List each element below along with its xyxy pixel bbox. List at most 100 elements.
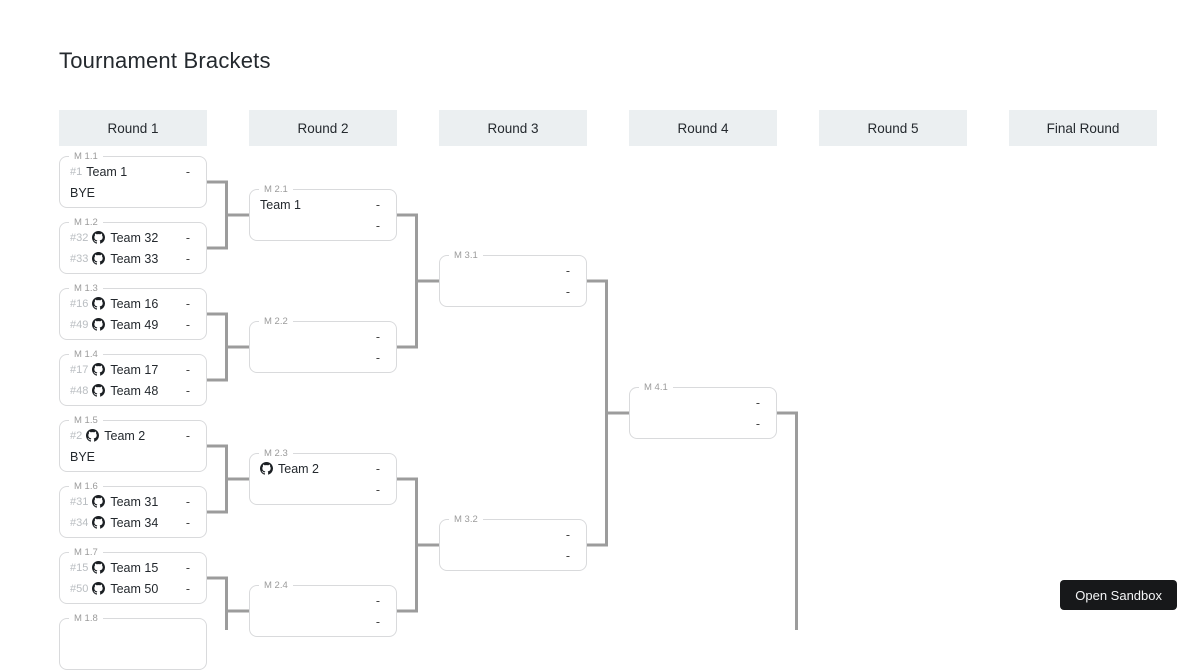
team-name: Team 2: [278, 461, 319, 476]
github-icon: [92, 384, 106, 397]
score-value: -: [185, 560, 190, 575]
match-slot[interactable]: #48 Team 48 -: [60, 380, 206, 401]
match-slot[interactable]: -: [250, 590, 396, 611]
team-name: Team 49: [110, 317, 159, 332]
team-name: Team 48: [110, 383, 159, 398]
seed-label: #34: [70, 516, 89, 529]
match-slot[interactable]: -: [440, 524, 586, 545]
score-value: -: [565, 284, 570, 299]
match-slot[interactable]: -: [250, 215, 396, 236]
score-value: -: [375, 461, 380, 476]
match-slot[interactable]: -: [630, 413, 776, 434]
team-name: Team 17: [110, 362, 159, 377]
score-value: -: [185, 362, 190, 377]
github-icon: [92, 363, 106, 376]
team-name: BYE: [70, 449, 96, 464]
team-name: Team 16: [110, 296, 159, 311]
match-slot[interactable]: BYE: [60, 182, 206, 203]
score-value: -: [755, 395, 760, 410]
seed-label: #49: [70, 318, 89, 331]
match-label: M 2.3: [259, 447, 293, 460]
match-slot[interactable]: -: [250, 347, 396, 368]
match-slot[interactable]: #16 Team 16 -: [60, 293, 206, 314]
match-2-3: M 2.3 Team 2 - -: [249, 447, 397, 505]
match-slot[interactable]: #50 Team 50 -: [60, 578, 206, 599]
match-slot[interactable]: [60, 644, 206, 665]
score-value: -: [565, 548, 570, 563]
team-name: Team 32: [110, 230, 159, 245]
score-value: -: [185, 296, 190, 311]
match-slot[interactable]: Team 1 -: [250, 194, 396, 215]
score-value: -: [185, 515, 190, 530]
github-icon: [86, 429, 100, 442]
match-3-1: M 3.1 - -: [439, 249, 587, 307]
seed-label: #16: [70, 297, 89, 310]
github-icon: [92, 516, 106, 529]
score-value: -: [185, 317, 190, 332]
open-sandbox-button[interactable]: Open Sandbox: [1060, 580, 1177, 610]
match-slot[interactable]: BYE: [60, 446, 206, 467]
seed-label: #48: [70, 384, 89, 397]
match-slot[interactable]: #34 Team 34 -: [60, 512, 206, 533]
score-value: -: [185, 428, 190, 443]
score-value: -: [185, 581, 190, 596]
match-slot[interactable]: #32 Team 32 -: [60, 227, 206, 248]
team-name: Team 33: [110, 251, 159, 266]
match-1-2: M 1.2 #32 Team 32 - #33 Team 33 -: [59, 216, 207, 274]
match-label: M 1.5: [69, 414, 103, 427]
github-icon: [92, 495, 106, 508]
github-icon: [92, 318, 106, 331]
match-label: M 1.4: [69, 348, 103, 361]
match-4-1: M 4.1 - -: [629, 381, 777, 439]
seed-label: #2: [70, 429, 83, 442]
match-slot[interactable]: -: [250, 479, 396, 500]
seed-label: #15: [70, 561, 89, 574]
team-name: Team 1: [86, 164, 128, 179]
match-slot[interactable]: #17 Team 17 -: [60, 359, 206, 380]
match-slot[interactable]: #31 Team 31 -: [60, 491, 206, 512]
match-1-6: M 1.6 #31 Team 31 - #34 Team 34 -: [59, 480, 207, 538]
team-name: Team 1: [260, 197, 301, 212]
match-1-8: M 1.8: [59, 612, 207, 670]
match-label: M 3.2: [449, 513, 483, 526]
match-slot[interactable]: #49 Team 49 -: [60, 314, 206, 335]
match-1-1: M 1.1 #1 Team 1 - BYE: [59, 150, 207, 208]
match-slot[interactable]: -: [250, 326, 396, 347]
team-name: Team 2: [104, 428, 146, 443]
match-slot[interactable]: #2 Team 2 -: [60, 425, 206, 446]
github-icon: [92, 231, 106, 244]
match-slot[interactable]: #33 Team 33 -: [60, 248, 206, 269]
team-name: Team 34: [110, 515, 159, 530]
round-header-final: Final Round: [1009, 110, 1157, 146]
seed-label: #50: [70, 582, 89, 595]
match-slot[interactable]: #1 Team 1 -: [60, 161, 206, 182]
github-icon: [92, 297, 106, 310]
round-header-4: Round 4: [629, 110, 777, 146]
score-value: -: [375, 197, 380, 212]
match-slot[interactable]: -: [440, 281, 586, 302]
score-value: -: [185, 230, 190, 245]
match-slot[interactable]: -: [440, 545, 586, 566]
match-1-5: M 1.5 #2 Team 2 - BYE: [59, 414, 207, 472]
match-slot[interactable]: -: [630, 392, 776, 413]
match-label: M 1.6: [69, 480, 103, 493]
match-slot[interactable]: -: [440, 260, 586, 281]
match-slot[interactable]: -: [250, 611, 396, 632]
match-2-2: M 2.2 - -: [249, 315, 397, 373]
match-label: M 4.1: [639, 381, 673, 394]
match-slot[interactable]: #15 Team 15 -: [60, 557, 206, 578]
score-value: -: [185, 494, 190, 509]
team-name: BYE: [70, 185, 96, 200]
round-header-5: Round 5: [819, 110, 967, 146]
match-slot[interactable]: Team 2 -: [250, 458, 396, 479]
seed-label: #33: [70, 252, 89, 265]
match-label: M 2.2: [259, 315, 293, 328]
match-slot[interactable]: [60, 623, 206, 644]
github-icon: [260, 462, 273, 475]
match-3-2: M 3.2 - -: [439, 513, 587, 571]
match-1-7: M 1.7 #15 Team 15 - #50 Team 50 -: [59, 546, 207, 604]
match-label: M 2.1: [259, 183, 293, 196]
match-label: M 1.2: [69, 216, 103, 229]
score-value: -: [755, 416, 760, 431]
score-value: -: [185, 164, 190, 179]
